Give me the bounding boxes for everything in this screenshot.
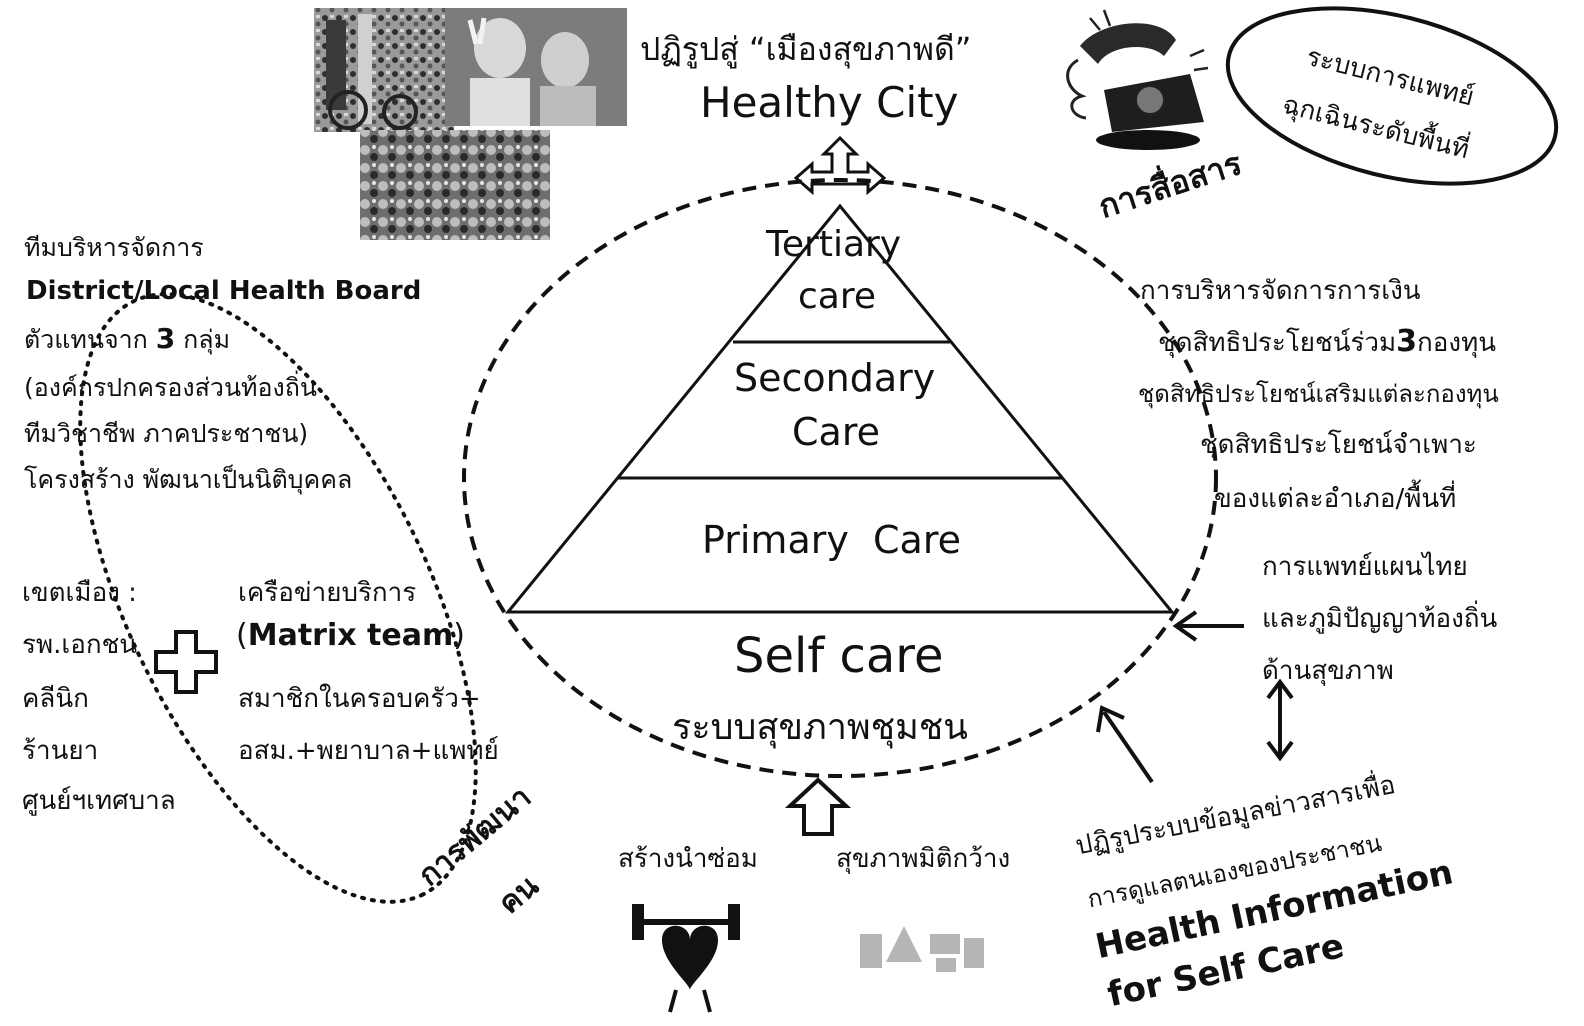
information-arrow — [1096, 705, 1154, 784]
staff-line: อสม.+พยาบาล+แพทย์ — [238, 736, 499, 766]
city-photo — [314, 8, 454, 132]
elderly-people-photo — [445, 8, 627, 126]
finance-line1-prefix: ชุดสิทธิประโยชน์ร่วม — [1158, 328, 1397, 358]
structure-line: โครงสร้าง พัฒนาเป็นนิติบุคคล — [24, 465, 353, 494]
finance-heading: การบริหารจัดการการเงิน — [1140, 276, 1421, 306]
matrix-team-line: (Matrix team) — [236, 618, 465, 653]
thai-medicine-line1: การแพทย์แผนไทย — [1262, 552, 1468, 582]
urban-item-municipal-center: ศูนย์ฯเทศบาล — [22, 786, 176, 816]
urban-heading: เขตเมือง : — [22, 578, 137, 608]
double-arrow-icon — [793, 135, 887, 196]
urban-item-pharmacy: ร้านยา — [22, 736, 99, 766]
tertiary-label-line2: care — [798, 276, 877, 317]
rep-number: 3 — [155, 322, 176, 355]
people-development-boundary — [78, 292, 478, 904]
finance-line1-suffix: กองทุน — [1417, 328, 1497, 358]
heart-weightlifter-icon — [632, 904, 740, 1013]
urban-item-private-hospital: รพ.เอกชน — [22, 630, 138, 660]
primary-label: Primary Care — [702, 518, 961, 562]
matrix-open: ( — [236, 618, 248, 653]
representatives-line: ตัวแทนจาก 3 กลุ่ม — [24, 320, 230, 360]
rep-suffix: กลุ่ม — [175, 325, 231, 354]
medical-cross-icon — [154, 630, 218, 694]
finance-line3: ชุดสิทธิประโยชน์จำเพาะ — [1200, 430, 1477, 460]
board-name: District/Local Health Board — [26, 276, 422, 306]
rep-detail-line1: (องค์กรปกครองส่วนท้องถิ่น — [24, 373, 317, 402]
community-health-system-label: ระบบสุขภาพชุมชน — [672, 707, 968, 748]
vertical-double-arrow — [1266, 678, 1294, 762]
care-pyramid — [504, 203, 1176, 614]
thai-medicine-arrow — [1172, 610, 1244, 642]
board-heading: ทีมบริหารจัดการ — [24, 233, 204, 262]
matrix-team: Matrix team — [247, 618, 454, 653]
network-heading: เครือข่ายบริการ — [238, 578, 417, 608]
thai-medicine-line3: ด้านสุขภาพ — [1262, 656, 1394, 686]
build-before-repair-label: สร้างนำซ่อม — [618, 844, 758, 874]
food-photo — [360, 130, 550, 240]
telephone-icon — [1066, 9, 1209, 150]
finance-line1-number: 3 — [1396, 324, 1418, 359]
health-system-boundary — [462, 178, 1218, 778]
thai-medicine-line2: และภูมิปัญญาท้องถิ่น — [1262, 604, 1498, 634]
finance-line4: ของแต่ละอำเภอ/พื้นที่ — [1214, 484, 1457, 514]
thai-temple-icon — [860, 926, 984, 972]
rep-prefix: ตัวแทนจาก — [24, 325, 156, 354]
emergency-ellipse — [1225, 6, 1559, 186]
urban-item-clinic: คลีนิก — [22, 684, 89, 714]
finance-line1: ชุดสิทธิประโยชน์ร่วม3กองทุน — [1158, 322, 1496, 363]
secondary-label-line1: Secondary — [734, 356, 936, 400]
up-arrow-icon — [784, 777, 852, 836]
thai-title: ปฏิรูปสู่ “เมืองสุขภาพดี” — [640, 30, 972, 68]
tertiary-label-line1: Tertiary — [766, 224, 902, 265]
family-line: สมาชิกในครอบครัว+ — [238, 684, 481, 714]
english-title: Healthy City — [700, 78, 959, 127]
matrix-close: ) — [453, 618, 465, 653]
secondary-label-line2: Care — [792, 410, 880, 454]
self-care-label: Self care — [734, 628, 944, 684]
holistic-health-label: สุขภาพมิติกว้าง — [836, 844, 1011, 874]
rep-detail-line2: ทีมวิชาชีพ ภาคประชาชน) — [24, 419, 309, 448]
finance-line2: ชุดสิทธิประโยชน์เสริมแต่ละกองทุน — [1138, 380, 1499, 408]
